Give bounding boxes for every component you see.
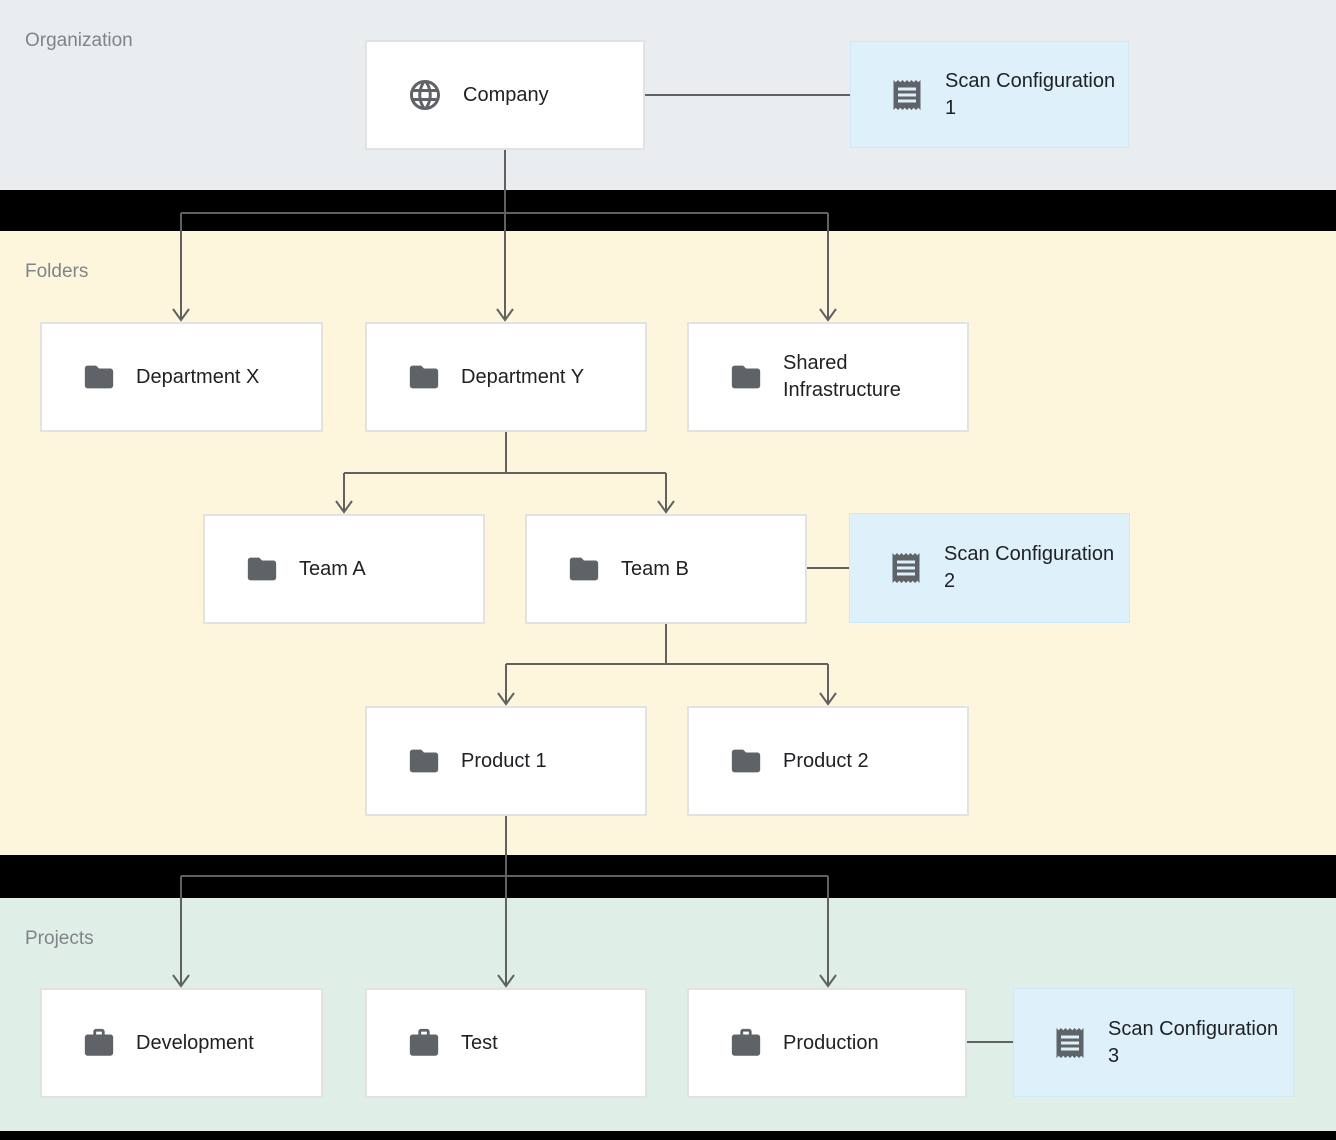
folders-band-label: Folders <box>25 261 89 282</box>
node-label: Development <box>136 1031 254 1054</box>
receipt-icon <box>1052 1025 1088 1061</box>
node-label: Test <box>461 1031 498 1054</box>
edge-product-1-to-projects <box>172 816 837 988</box>
node-test: Test <box>365 988 647 1098</box>
folder-icon <box>729 360 763 394</box>
node-shared-infrastructure: Shared Infrastructure <box>687 322 969 432</box>
node-label: Scan Configuration 3 <box>1108 1017 1279 1067</box>
node-label: Company <box>463 83 549 106</box>
projects-band-label: Projects <box>25 928 94 949</box>
folder-icon <box>567 552 601 586</box>
folder-icon <box>407 744 441 778</box>
node-label: Production <box>783 1031 879 1054</box>
edge-company-to-folders <box>172 150 837 322</box>
globe-icon <box>407 77 443 113</box>
node-label: Team B <box>621 557 689 580</box>
node-product-1: Product 1 <box>365 706 647 816</box>
briefcase-icon <box>729 1026 763 1060</box>
receipt-icon <box>889 77 925 113</box>
node-company: Company <box>365 40 645 150</box>
node-label: Scan Configuration 1 <box>945 69 1116 119</box>
node-label: Product 2 <box>783 749 869 772</box>
folder-icon <box>82 360 116 394</box>
node-product-2: Product 2 <box>687 706 969 816</box>
folder-icon <box>729 744 763 778</box>
node-label: Product 1 <box>461 749 547 772</box>
node-department-x: Department X <box>40 322 323 432</box>
node-label: Department X <box>136 365 260 388</box>
node-development: Development <box>40 988 323 1098</box>
edge-department-y-to-teams <box>335 432 675 514</box>
node-team-b: Team B <box>525 514 807 624</box>
folder-icon <box>245 552 279 586</box>
node-scan-configuration-3: Scan Configuration 3 <box>1013 988 1294 1097</box>
node-label: Department Y <box>461 365 585 388</box>
receipt-icon <box>888 550 924 586</box>
folder-icon <box>407 360 441 394</box>
node-department-y: Department Y <box>365 322 647 432</box>
briefcase-icon <box>82 1026 116 1060</box>
node-label: Team A <box>299 557 366 580</box>
edge-team-b-to-products <box>497 624 837 706</box>
organization-band-label: Organization <box>25 30 133 51</box>
node-scan-configuration-2: Scan Configuration 2 <box>849 513 1130 623</box>
briefcase-icon <box>407 1026 441 1060</box>
node-label: Scan Configuration 2 <box>944 543 1115 592</box>
node-team-a: Team A <box>203 514 485 624</box>
node-production: Production <box>687 988 967 1098</box>
node-label: Shared Infrastructure <box>783 352 901 401</box>
node-scan-configuration-1: Scan Configuration 1 <box>850 41 1129 148</box>
